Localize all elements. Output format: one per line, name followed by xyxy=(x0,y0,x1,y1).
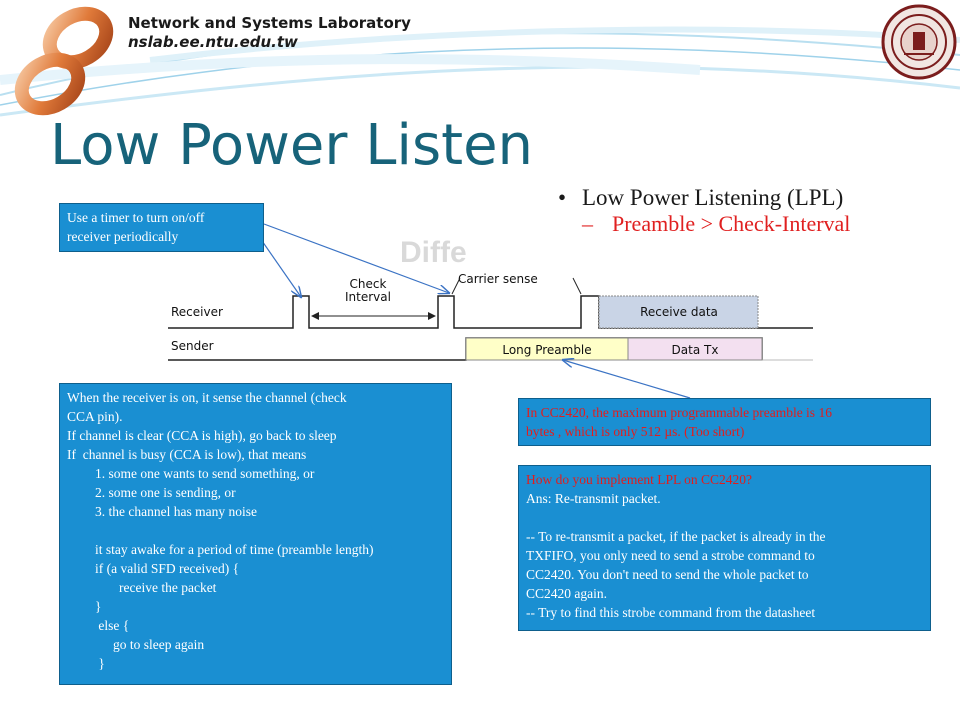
callout-line: When the receiver is on, it sense the ch… xyxy=(67,390,347,405)
cc2420-preamble-callout: In CC2420, the maximum programmable prea… xyxy=(518,398,931,446)
callout-line: } xyxy=(95,599,102,614)
callout-line: If channel is clear (CCA is high), go ba… xyxy=(67,428,337,443)
main-bullet-text: Low Power Listening (LPL) xyxy=(582,185,844,210)
callout-line xyxy=(67,521,444,540)
callout-line: receive the packet xyxy=(119,580,217,595)
callout-line: Use a timer to turn on/off xyxy=(67,210,205,225)
lab-url: nslab.ee.ntu.edu.tw xyxy=(128,33,298,51)
check-interval-label-line1: Check xyxy=(350,277,387,291)
callout-line: If channel is busy (CCA is low), that me… xyxy=(67,447,307,462)
receive-data-label: Receive data xyxy=(640,305,718,319)
callout-line: go to sleep again xyxy=(113,637,205,652)
callout-line xyxy=(526,508,923,527)
main-bullet: • Low Power Listening (LPL) xyxy=(558,186,843,209)
faded-header-text: Diffe xyxy=(400,240,467,269)
check-interval-label-line2: Interval xyxy=(345,290,391,304)
bullet-dot-icon: • xyxy=(558,185,567,210)
callout-line: } xyxy=(95,656,105,671)
sub-bullet-dash-icon: – xyxy=(582,211,593,236)
university-seal-icon xyxy=(881,4,957,80)
callout-line: receiver periodically xyxy=(67,229,179,244)
receive-data-block xyxy=(598,295,759,329)
callout-line: 3. the channel has many noise xyxy=(95,504,257,519)
header-wave-decoration xyxy=(0,26,960,117)
carrier-sense-pointer-right xyxy=(572,277,582,295)
callout-line: -- Try to find this strobe command from … xyxy=(526,605,816,620)
timer-callout: Use a timer to turn on/off receiver peri… xyxy=(59,203,264,252)
callout-line: if (a valid SFD received) { xyxy=(95,561,240,576)
nslab-logo-icon xyxy=(14,6,114,116)
lab-name: Network and Systems Laboratory xyxy=(128,14,411,32)
callout-question-line: How do you implement LPL on CC2420? xyxy=(526,472,752,487)
sender-label: Sender xyxy=(171,339,214,353)
data-tx-block xyxy=(627,337,763,361)
callout-line: CCA pin). xyxy=(67,409,123,424)
callout-line: CC2420 again. xyxy=(526,586,607,601)
callout-line: -- To re-transmit a packet, if the packe… xyxy=(526,529,826,544)
check-interval-arrow-left-icon xyxy=(311,312,319,320)
carrier-sense-pointer-left xyxy=(451,277,461,295)
callout-line: bytes , which is only 512 µs. (Too short… xyxy=(526,424,745,439)
callout-line: else { xyxy=(95,618,130,633)
callout-line: CC2420. You don't need to send the whole… xyxy=(526,567,809,582)
receiver-on-callout: When the receiver is on, it sense the ch… xyxy=(59,383,452,685)
carrier-sense-label: Carrier sense xyxy=(458,272,538,286)
sub-bullet: –Preamble > Check-Interval xyxy=(582,213,850,235)
callout-line: 2. some one is sending, or xyxy=(95,485,236,500)
callout-line: 1. some one wants to send something, or xyxy=(95,466,315,481)
implement-lpl-callout: How do you implement LPL on CC2420? Ans:… xyxy=(518,465,931,631)
callout-line: TXFIFO, you only need to send a strobe c… xyxy=(526,548,815,563)
callout-line: it stay awake for a period of time (prea… xyxy=(95,542,374,557)
callout-line: In CC2420, the maximum programmable prea… xyxy=(526,405,832,420)
callout-line: Ans: Re-transmit packet. xyxy=(526,491,661,506)
check-interval-arrow-right-icon xyxy=(428,312,436,320)
data-tx-label: Data Tx xyxy=(672,343,719,357)
receiver-label: Receiver xyxy=(171,305,223,319)
sub-bullet-text: Preamble > Check-Interval xyxy=(612,211,851,236)
cc2420-arrow-to-preamble xyxy=(563,360,691,399)
lpl-timing-diagram: Diffe Receiver Sender Check Interval Car… xyxy=(168,240,813,361)
long-preamble-label: Long Preamble xyxy=(502,343,591,357)
slide-title: Low Power Listen xyxy=(50,113,534,178)
